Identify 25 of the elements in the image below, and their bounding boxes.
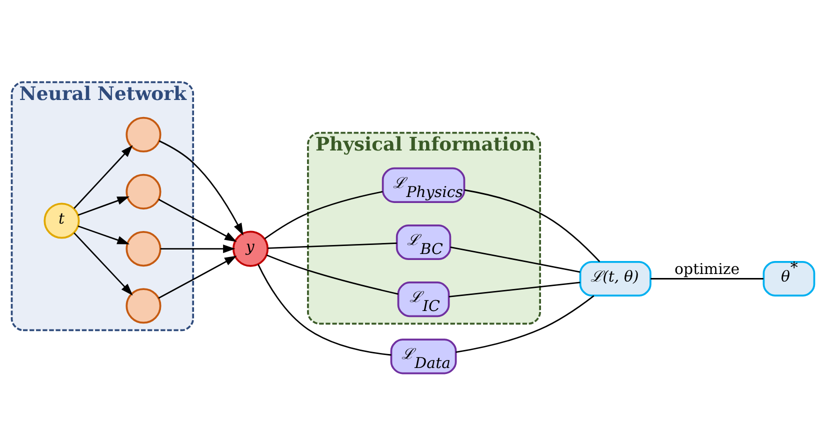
connector	[448, 281, 580, 297]
arrow	[78, 224, 130, 244]
node-circle: y	[232, 230, 269, 266]
arrow	[78, 196, 130, 216]
arrow	[74, 232, 133, 296]
connector	[266, 254, 398, 294]
node-circle	[126, 288, 162, 324]
node-box: ℒ(t, θ)	[579, 260, 652, 296]
node-circle	[126, 173, 162, 209]
arrow	[158, 255, 237, 298]
connector	[268, 242, 397, 248]
connector	[450, 246, 580, 272]
edge-label: optimize	[674, 259, 740, 278]
node-circle	[126, 230, 162, 266]
arrow	[158, 198, 237, 242]
connector	[464, 188, 600, 262]
connector	[264, 190, 383, 239]
arrow	[74, 144, 133, 208]
connector	[258, 264, 392, 356]
connector	[650, 278, 764, 279]
node-circle: t	[44, 202, 80, 238]
connector	[456, 294, 594, 352]
node-circle	[126, 116, 162, 152]
arrow	[158, 140, 244, 235]
arrow	[160, 244, 236, 253]
